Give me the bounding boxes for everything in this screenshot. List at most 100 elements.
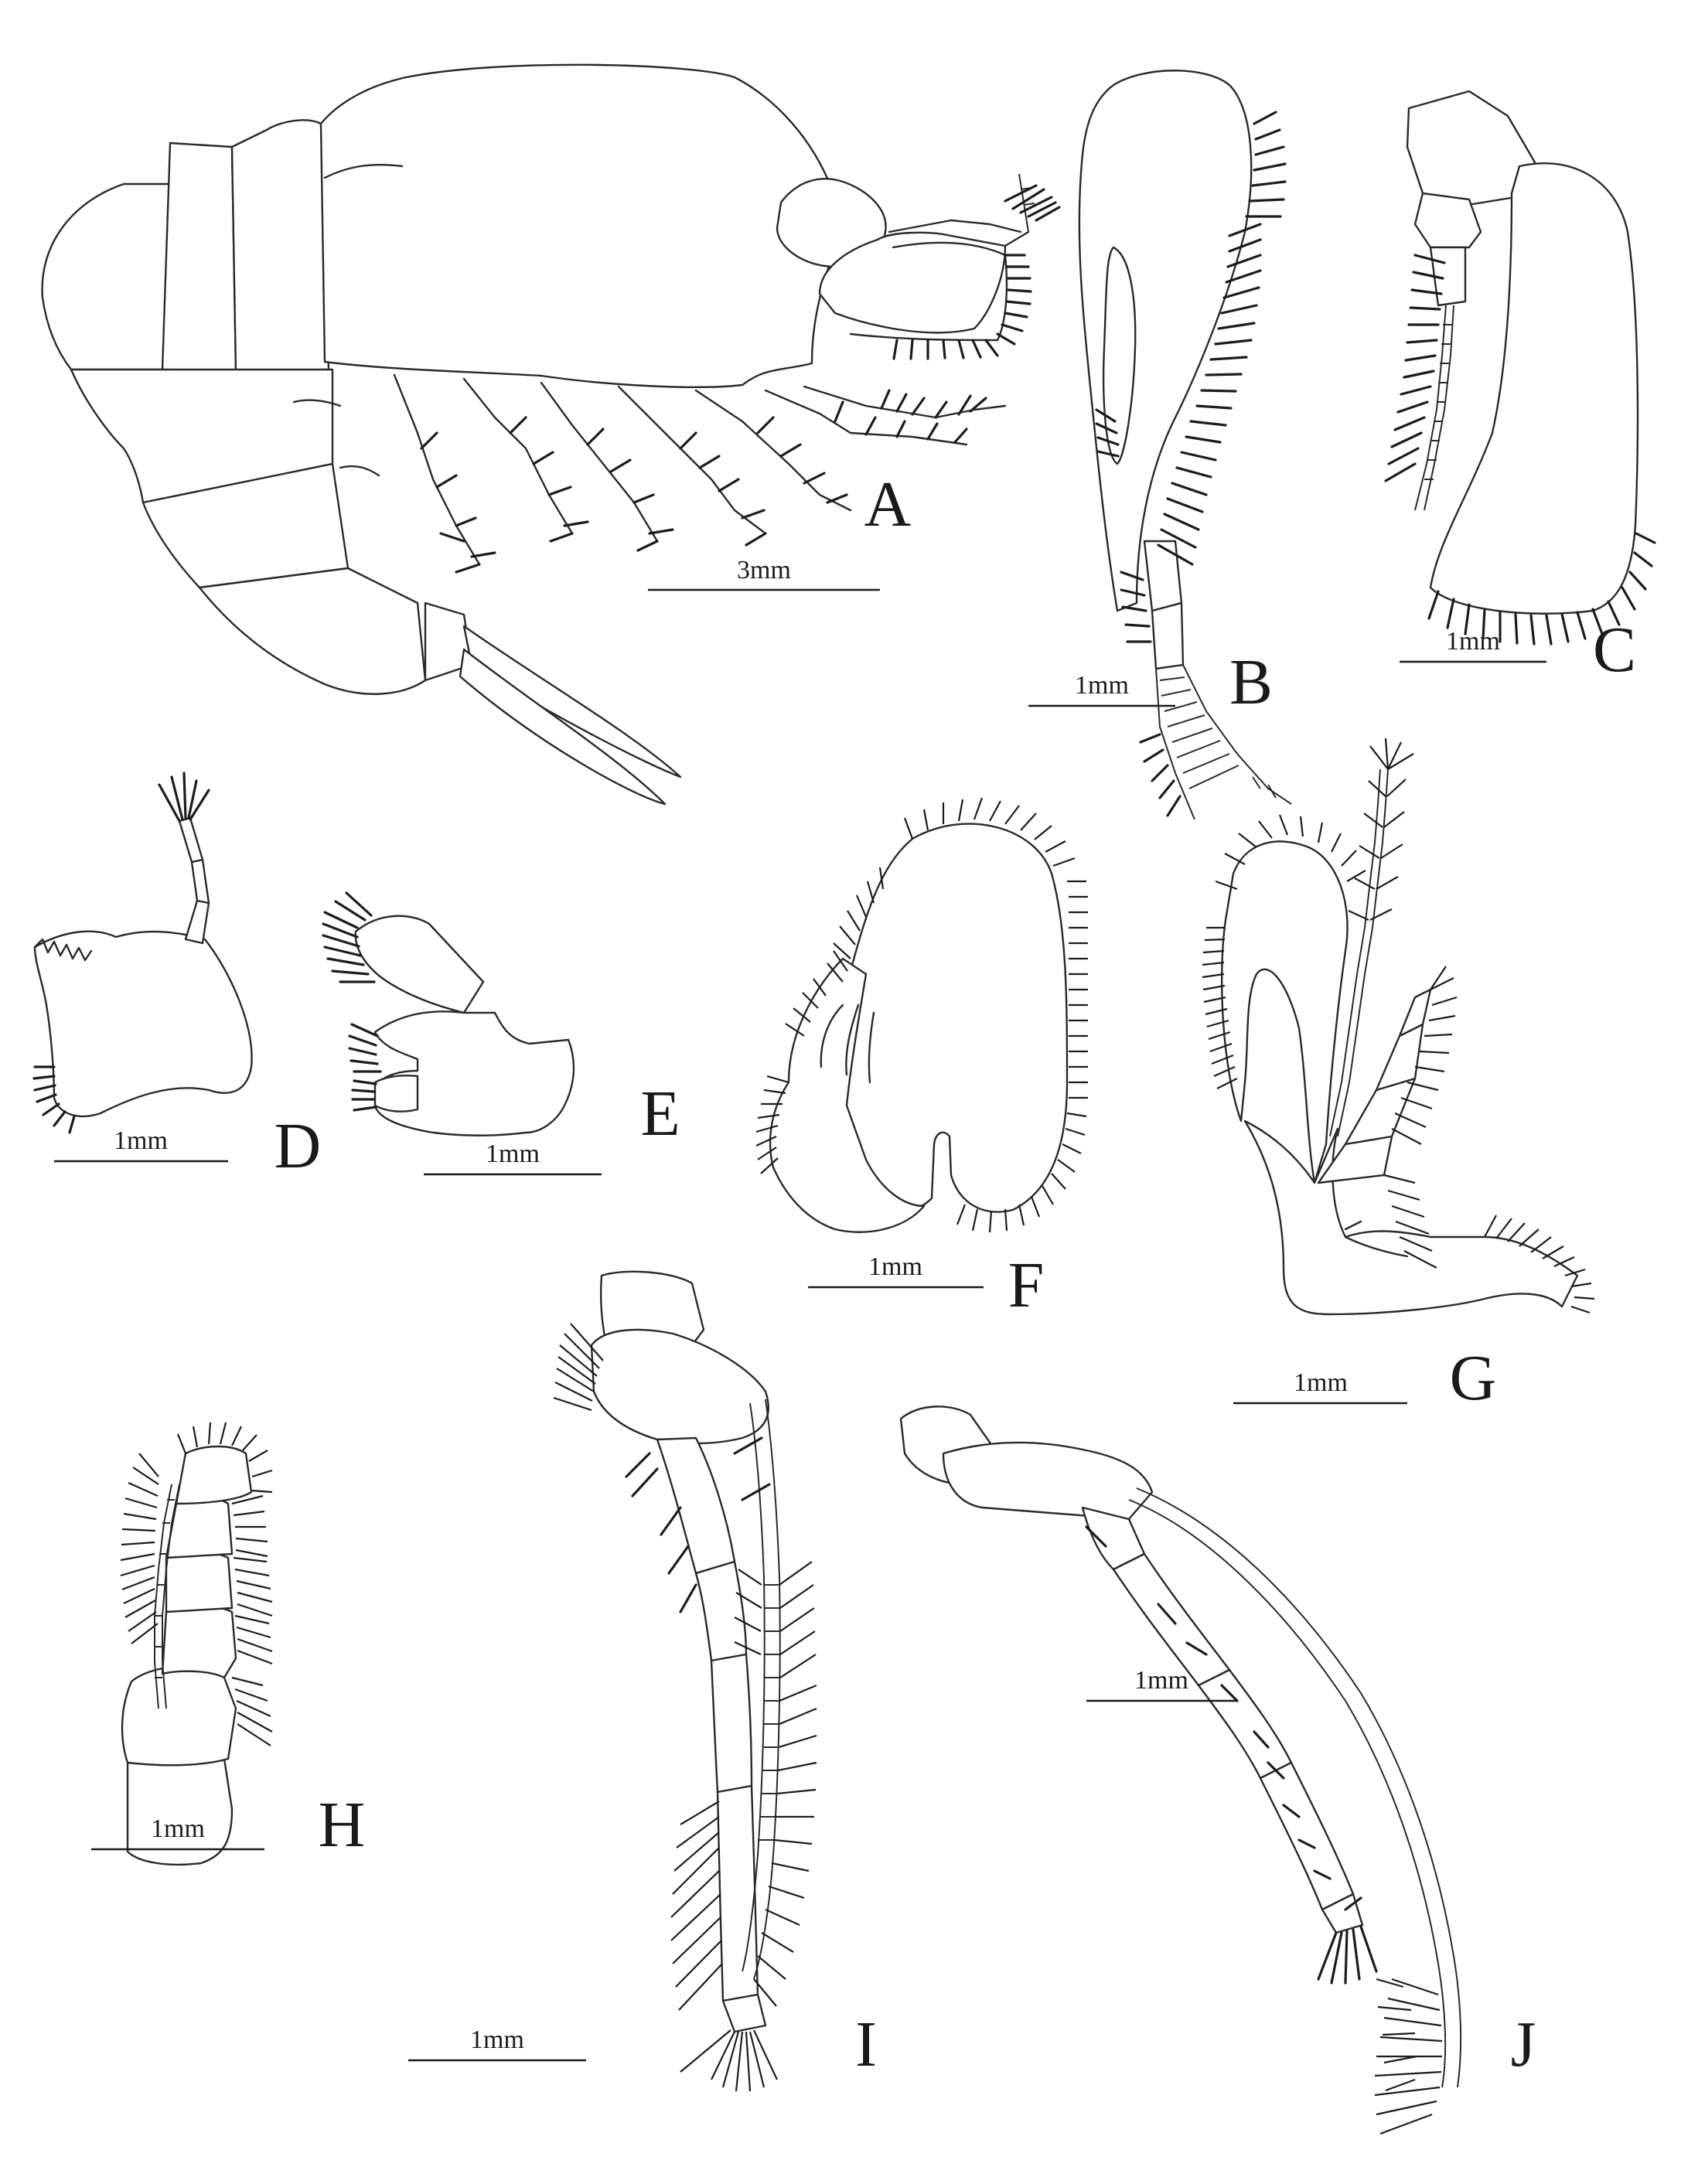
antenna-c-flagellum <box>1414 305 1454 511</box>
pereiopod-propodus <box>1259 1761 1355 1911</box>
maxilliped2-basis <box>121 1665 237 1767</box>
thoracic-leg-5 <box>540 381 659 543</box>
panel-j-label: J 1mm <box>1086 1666 1536 2080</box>
panel-i-scale-label: 1mm <box>470 2026 524 2054</box>
maxilliped3-merus <box>694 1560 748 1662</box>
maxilliped2-exopod <box>154 1484 180 1709</box>
panel-g-label: G 1mm <box>1233 1342 1496 1414</box>
antenna-c-peduncle-2 <box>1413 192 1482 249</box>
carapace-groove <box>323 163 404 179</box>
mandibular-palp-2 <box>190 858 210 905</box>
maxilla-setae <box>755 797 1088 1233</box>
thoracic-leg-4 <box>617 385 767 535</box>
antenna-outline <box>849 241 1008 342</box>
maxilliped1-endopod-seg4 <box>1398 988 1432 1037</box>
maxilliped3-ischium <box>656 1436 736 1575</box>
panel-h-label: H 1mm <box>91 1789 365 1861</box>
antennule-setae <box>1004 184 1061 222</box>
panel-a-letter: A <box>864 468 912 540</box>
maxilliped1-inner-line <box>1344 1220 1409 1258</box>
flagellum-annuli <box>1159 676 1277 799</box>
thoracic-leg-2 <box>764 389 968 446</box>
panel-c-letter: C <box>1593 614 1636 686</box>
panel-b-scale-label: 1mm <box>1075 671 1129 700</box>
maxilliped3-dactyl <box>721 1993 767 2033</box>
panel-d-letter: D <box>274 1110 322 1182</box>
panel-e-scale-label: 1mm <box>486 1140 540 1168</box>
mandible-body <box>33 930 253 1118</box>
panel-c-label: C 1mm <box>1400 614 1636 686</box>
panel-f-label: F 1mm <box>808 1249 1044 1321</box>
panel-e-label: E 1mm <box>424 1078 680 1176</box>
maxillula-setae <box>322 891 382 1112</box>
pereiopod-setae <box>1085 1525 1443 2135</box>
figure-h-second-maxilliped <box>120 1422 273 1866</box>
panel-c-scale-label: 1mm <box>1446 627 1500 656</box>
maxilliped3-carpus <box>710 1653 753 1794</box>
maxilliped3-propodus <box>716 1784 759 2002</box>
pereiopod-exopod <box>1128 1487 1462 2088</box>
antenna-b-setae <box>1095 111 1287 817</box>
panel-a-label: A 3mm <box>648 468 912 591</box>
maxilliped1-protopod <box>1243 1119 1579 1316</box>
mandible-setae <box>32 772 210 1134</box>
panel-e-letter: E <box>640 1078 680 1150</box>
antenna-flagellum <box>1155 664 1292 820</box>
pereiopod-carpus <box>1197 1668 1293 1780</box>
maxillula-body <box>373 1010 575 1136</box>
antennal-scale <box>818 231 1007 334</box>
maxilliped1-endopod-lobe <box>1220 840 1349 1184</box>
maxilliped2-coxa <box>126 1752 234 1866</box>
pereiopod-basis <box>942 1441 1154 1521</box>
figure-f-maxilla <box>755 797 1088 1233</box>
panel-h-letter: H <box>319 1789 366 1861</box>
maxilliped2-ischium <box>161 1605 237 1679</box>
panel-f-scale-label: 1mm <box>868 1252 922 1281</box>
thoracic-leg-7 <box>393 373 481 566</box>
figure-a-whole-animal <box>41 63 1061 806</box>
maxilliped1-setae <box>1202 738 1595 1314</box>
panel-i-letter: I <box>855 2009 877 2080</box>
antenna-inner-lobe <box>1102 246 1137 465</box>
panel-d-scale-label: 1mm <box>114 1126 168 1155</box>
eye-stalk <box>776 178 887 268</box>
panel-d-label: D 1mm <box>54 1110 321 1182</box>
abdomen-segment-2 <box>161 141 237 373</box>
pleopod-1 <box>292 399 342 407</box>
maxillula-outer-lobe <box>354 915 485 1014</box>
abdomen-segment-3 <box>230 119 330 373</box>
panel-f-letter: F <box>1008 1249 1045 1321</box>
abdomen-segment-4 <box>70 368 334 504</box>
maxilliped3-setae <box>553 1323 817 2092</box>
panel-h-scale-label: 1mm <box>151 1814 205 1843</box>
figure-i-third-maxilliped <box>553 1270 817 2092</box>
thoracic-leg-6 <box>462 377 574 535</box>
figure-d-mandible <box>32 772 253 1134</box>
panel-g-letter: G <box>1450 1342 1497 1414</box>
figure-j-pereiopod <box>899 1405 1462 2135</box>
panel-j-scale-label: 1mm <box>1134 1666 1188 1695</box>
antenna-c-setae <box>1384 254 1656 646</box>
figure-g-first-maxilliped <box>1202 738 1595 1316</box>
panel-i-label: I 1mm <box>408 2009 877 2080</box>
panel-j-letter: J <box>1511 2009 1536 2080</box>
mandibular-palp-1 <box>184 899 210 945</box>
figure-b-antenna <box>1078 70 1292 820</box>
antennule-peduncle <box>888 219 1030 247</box>
figure-e-maxillula <box>322 891 575 1136</box>
antenna-scale-setae <box>892 254 1032 360</box>
maxilla-endite-lines <box>820 1003 875 1084</box>
panel-a-scale-label: 3mm <box>737 556 791 584</box>
antenna-peduncle-1 <box>1143 540 1183 612</box>
maxilliped2-carpus <box>165 1497 234 1559</box>
maxilliped2-setae <box>120 1422 273 1746</box>
maxilliped2-merus <box>165 1551 234 1613</box>
thoracic-leg-1 <box>803 385 1007 419</box>
mandibular-palp-3 <box>178 816 204 864</box>
antennal-scale-b <box>1078 70 1253 612</box>
maxillula-inner-lobe <box>373 1075 419 1112</box>
panel-b-label: B 1mm <box>1028 646 1273 718</box>
carapace <box>319 63 844 388</box>
leg-setae <box>420 389 987 574</box>
abdomen-segment-6 <box>198 567 427 695</box>
